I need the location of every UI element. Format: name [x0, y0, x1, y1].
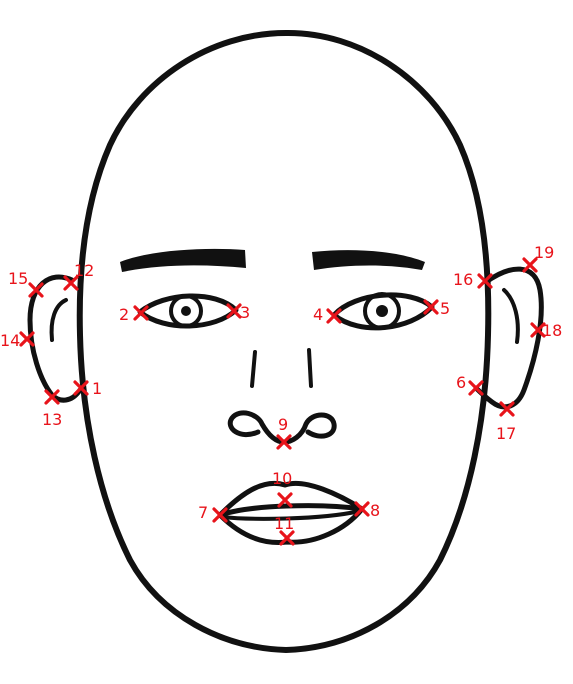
- landmark-marker-17: [499, 401, 515, 417]
- right-iris: [363, 292, 401, 330]
- landmark-marker-9: [276, 434, 292, 450]
- nose-bridge-left: [250, 350, 257, 388]
- landmark-marker-11: [279, 530, 295, 546]
- landmark-label-17: 17: [496, 424, 516, 443]
- right-ear: [473, 266, 544, 410]
- left-pupil: [181, 306, 191, 316]
- landmark-label-7: 7: [198, 503, 208, 522]
- right-ear-inner: [502, 288, 520, 344]
- upper-lip: [217, 480, 365, 518]
- landmark-label-4: 4: [313, 305, 323, 324]
- lip-line: [217, 503, 365, 518]
- landmark-marker-19: [522, 257, 538, 273]
- landmark-marker-7: [212, 507, 228, 523]
- landmark-label-12: 12: [74, 261, 94, 280]
- left-eyebrow: [120, 248, 246, 272]
- landmark-label-15: 15: [8, 269, 28, 288]
- landmark-marker-10: [277, 492, 293, 508]
- landmark-marker-12: [63, 275, 79, 291]
- landmark-marker-8: [354, 501, 370, 517]
- landmark-label-14: 14: [0, 331, 20, 350]
- landmark-marker-16: [477, 273, 493, 289]
- right-eyebrow: [312, 250, 425, 270]
- landmark-label-11: 11: [274, 514, 294, 533]
- left-ear-inner: [49, 298, 68, 342]
- landmark-marker-4: [326, 308, 342, 324]
- landmark-label-16: 16: [453, 270, 473, 289]
- landmark-label-9: 9: [278, 415, 288, 434]
- landmark-label-1: 1: [92, 379, 102, 398]
- nose-bridge-right: [307, 348, 313, 388]
- landmark-marker-1: [73, 380, 89, 396]
- landmark-marker-3: [226, 303, 242, 319]
- landmark-marker-6: [468, 380, 484, 396]
- landmark-label-2: 2: [119, 305, 129, 324]
- left-ear: [27, 274, 83, 403]
- head-outline: [76, 29, 492, 653]
- landmark-label-10: 10: [272, 469, 292, 488]
- landmark-label-8: 8: [370, 501, 380, 520]
- landmark-marker-15: [28, 282, 44, 298]
- landmark-label-3: 3: [240, 303, 250, 322]
- right-pupil: [376, 305, 388, 317]
- landmark-marker-2: [133, 305, 149, 321]
- lower-lip: [217, 506, 365, 546]
- landmark-marker-13: [44, 389, 60, 405]
- landmark-label-19: 19: [534, 243, 554, 262]
- landmark-marker-5: [423, 299, 439, 315]
- landmark-marker-14: [19, 331, 35, 347]
- landmark-marker-18: [530, 322, 546, 338]
- landmark-label-6: 6: [456, 373, 466, 392]
- lower-lip-inner: [220, 509, 362, 521]
- left-iris: [169, 294, 203, 328]
- landmark-label-5: 5: [440, 299, 450, 318]
- landmark-label-13: 13: [42, 410, 62, 429]
- landmark-label-18: 18: [542, 321, 562, 340]
